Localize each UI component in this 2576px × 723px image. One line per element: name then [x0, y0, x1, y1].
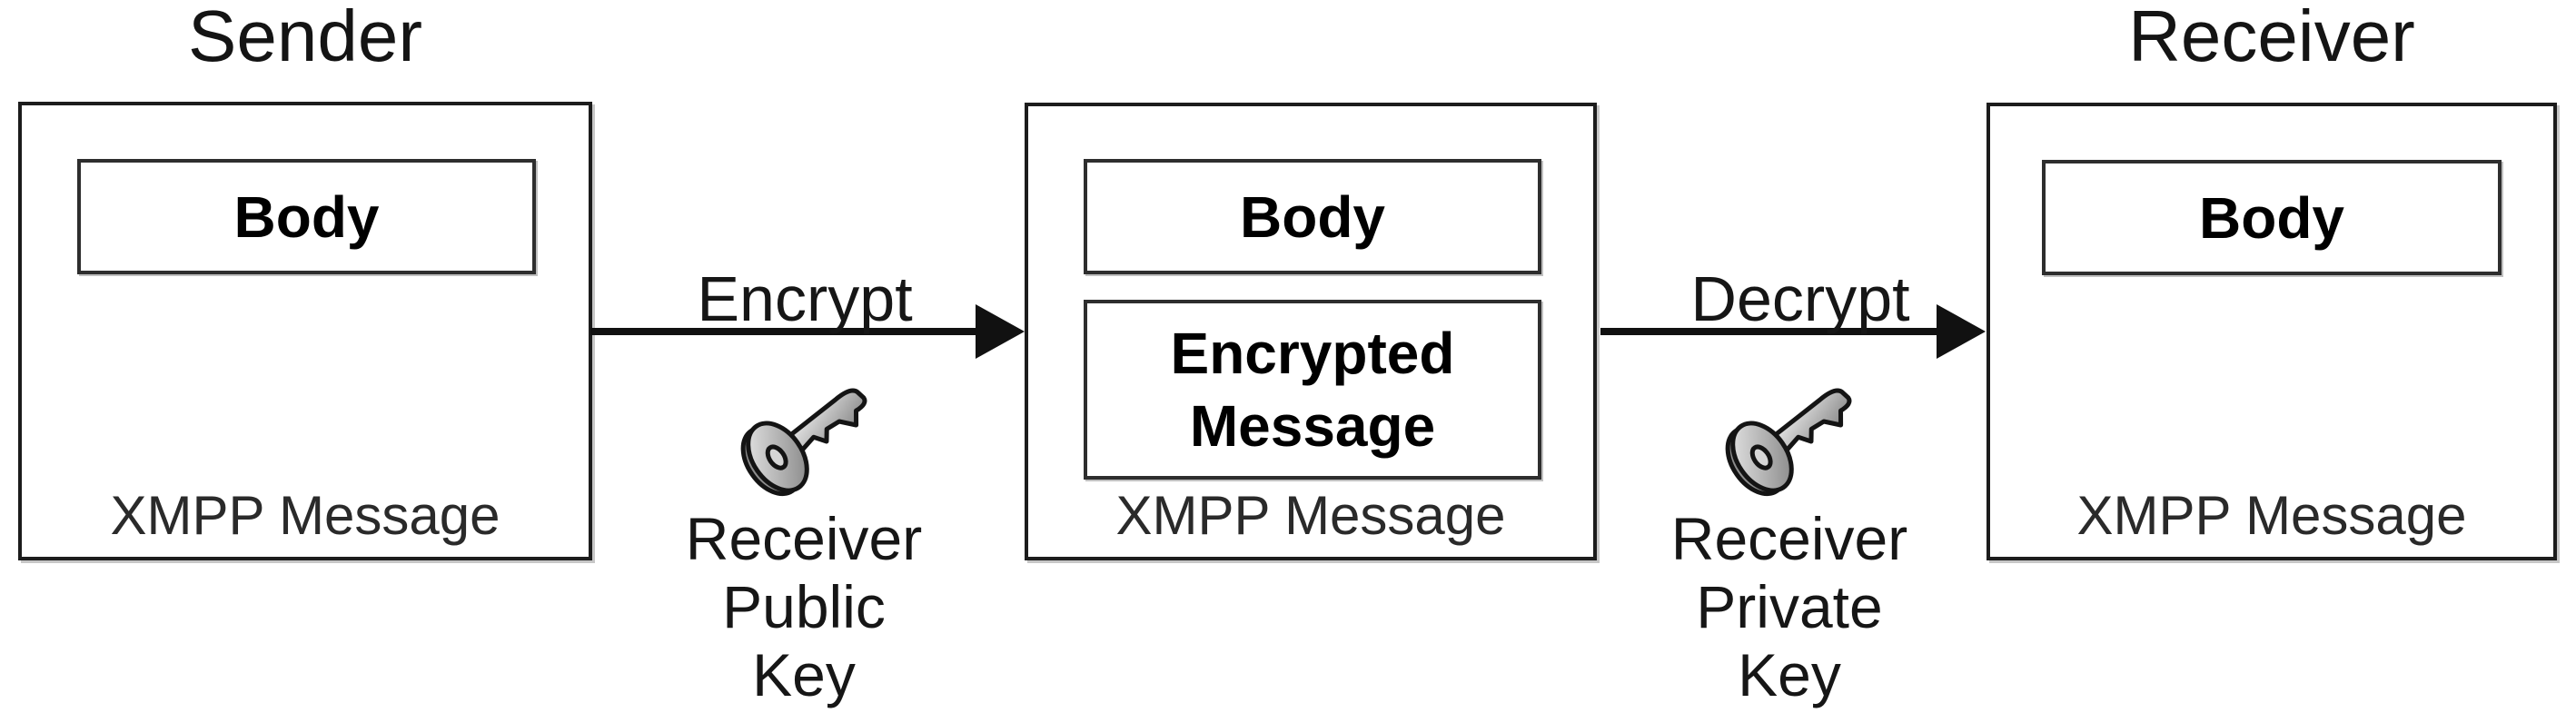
key-icon: [1725, 388, 1852, 497]
encrypted-message-label: Encrypted Message: [1171, 317, 1455, 462]
receiver-xmpp-message-label: XMPP Message: [2076, 485, 2467, 546]
receiver-body-box: Body: [2042, 160, 2502, 275]
receiver-title: Receiver: [2128, 0, 2415, 76]
key-label-line: Public: [722, 573, 886, 640]
encrypted-panel-body-box: Body: [1084, 159, 1541, 274]
decrypt-arrow-label: Decrypt: [1690, 263, 1910, 334]
sender-title: Sender: [188, 0, 422, 76]
encrypted-message-box: Encrypted Message: [1084, 300, 1541, 480]
encrypted-message-line: Encrypted: [1170, 321, 1455, 386]
receiver-body-label: Body: [2199, 184, 2344, 251]
sender-body-box: Body: [77, 159, 536, 274]
encrypted-panel-body-label: Body: [1240, 183, 1385, 250]
receiver-xmpp-message-box: Body XMPP Message: [1986, 103, 2557, 560]
decrypt-arrow-line: [1600, 328, 1938, 335]
encrypted-xmpp-message-box: Body Encrypted Message XMPP Message: [1025, 103, 1597, 560]
key-label-line: Receiver: [1670, 505, 1908, 572]
decrypt-arrowhead-icon: [1937, 304, 1986, 359]
key-label-line: Private: [1696, 573, 1883, 640]
sender-body-label: Body: [233, 183, 380, 250]
encrypted-message-line: Message: [1189, 393, 1436, 459]
receiver-private-key-label: Receiver Private Key: [1590, 505, 1989, 709]
key-label-line: Key: [752, 641, 856, 708]
key-label-line: Receiver: [685, 505, 923, 572]
encrypted-xmpp-message-label: XMPP Message: [1115, 485, 1506, 546]
key-label-line: Key: [1738, 641, 1841, 708]
sender-xmpp-message-box: Body XMPP Message: [18, 102, 592, 560]
encrypt-arrow-line: [590, 328, 977, 335]
sender-xmpp-message-label: XMPP Message: [110, 485, 500, 546]
encrypt-arrowhead-icon: [976, 304, 1025, 359]
encrypt-arrow-label: Encrypt: [697, 263, 913, 334]
receiver-public-key-label: Receiver Public Key: [599, 505, 1008, 709]
key-icon: [740, 388, 867, 497]
